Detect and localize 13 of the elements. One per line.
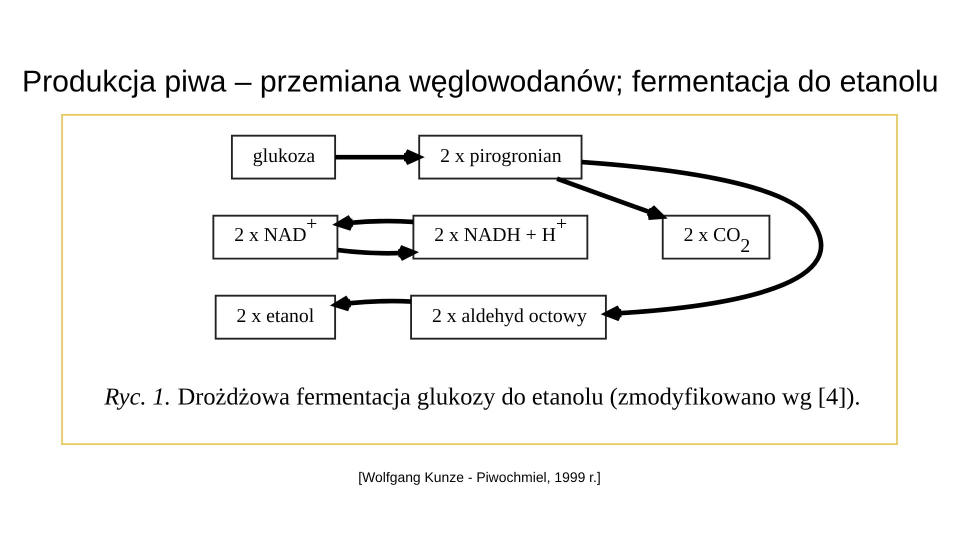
label: [Wolfgang Kunze - Piwochmiel, 1999 r.] xyxy=(358,468,601,484)
node-box: 2 x etanol xyxy=(214,294,336,340)
arrow xyxy=(582,159,824,321)
node-box: 2 x pirogronian xyxy=(418,134,582,180)
node-box: glukoza xyxy=(230,134,336,180)
diagram-title: Produkcja piwa – przemiana węglowodanów; fermentacja do etanolu xyxy=(22,64,938,98)
caption: Ryc. 1. Drożdżowa fermentacja glukozy do etanolu (zmodyfikowano wg [4]). xyxy=(104,383,860,410)
arrow xyxy=(335,214,414,230)
arrow xyxy=(333,294,411,311)
arrow xyxy=(338,244,416,261)
arrow xyxy=(556,176,665,220)
node-box: 2 x aldehyd octowy xyxy=(410,294,607,340)
cluster xyxy=(61,113,898,445)
